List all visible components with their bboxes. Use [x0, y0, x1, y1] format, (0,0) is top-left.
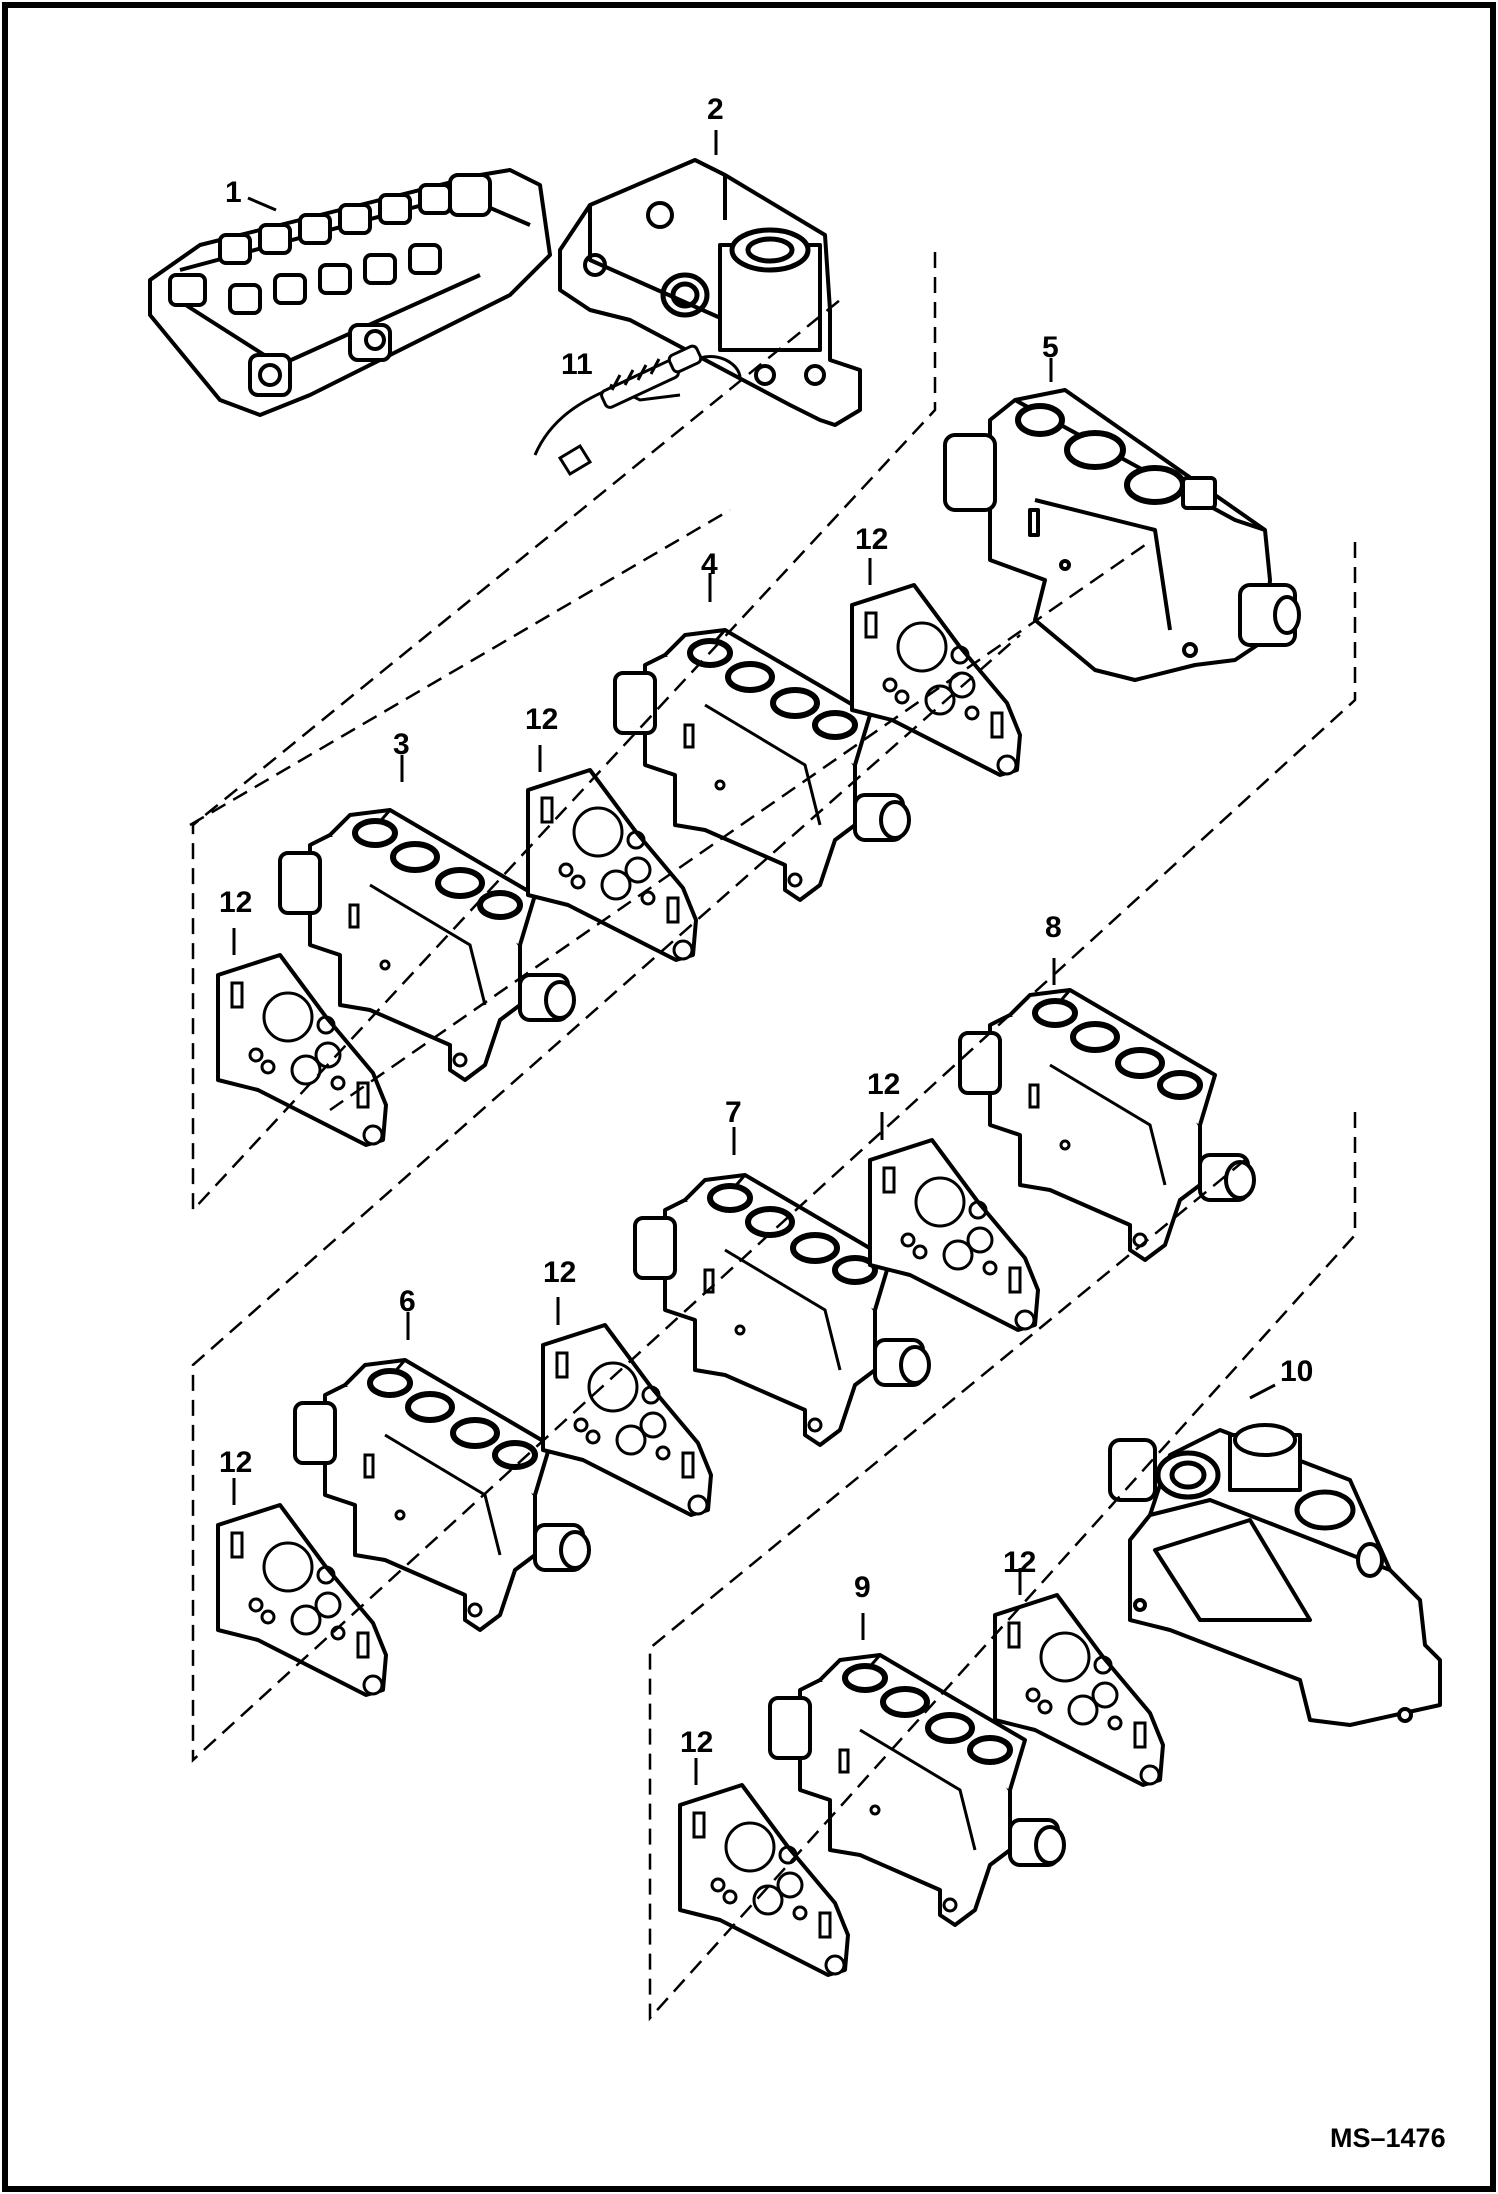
- gasket-12b: [526, 768, 698, 962]
- callout-8: 8: [1045, 911, 1062, 944]
- callout-12-d: 12: [867, 1068, 901, 1101]
- leader-lines: [232, 130, 1276, 1785]
- gasket-12f: [868, 1138, 1040, 1332]
- callout-9: 9: [854, 1571, 871, 1604]
- callout-7: 7: [725, 1096, 742, 1129]
- callout-3: 3: [393, 728, 410, 761]
- callout-12-e: 12: [543, 1256, 577, 1289]
- relief-valve-part: [533, 344, 742, 477]
- callout-2: 2: [707, 93, 724, 126]
- gasket-12c: [850, 583, 1022, 777]
- outlet-end-section-10: [1108, 1423, 1442, 1727]
- callout-12-a: 12: [855, 523, 889, 556]
- callout-5: 5: [1042, 331, 1059, 364]
- callout-12-h: 12: [680, 1726, 714, 1759]
- callout-12-g: 12: [1003, 1546, 1037, 1579]
- inlet-end-section: [558, 158, 862, 427]
- drawing-code: MS–1476: [1330, 2123, 1446, 2153]
- gasket-12h: [678, 1783, 850, 1977]
- gasket-12e: [541, 1323, 713, 1517]
- callout-12-c: 12: [219, 886, 253, 919]
- dashed-group-frames: [189, 252, 1357, 2022]
- end-cap-section-5: [943, 388, 1301, 682]
- callout-12-f: 12: [219, 1446, 253, 1479]
- callout-6: 6: [399, 1285, 416, 1318]
- callout-1: 1: [225, 176, 242, 209]
- callout-4: 4: [701, 548, 718, 581]
- callout-12-b: 12: [525, 703, 559, 736]
- callout-11: 11: [561, 348, 593, 381]
- callout-10: 10: [1280, 1355, 1314, 1388]
- complete-valve-assembly: [148, 168, 552, 417]
- section-8: [960, 990, 1254, 1260]
